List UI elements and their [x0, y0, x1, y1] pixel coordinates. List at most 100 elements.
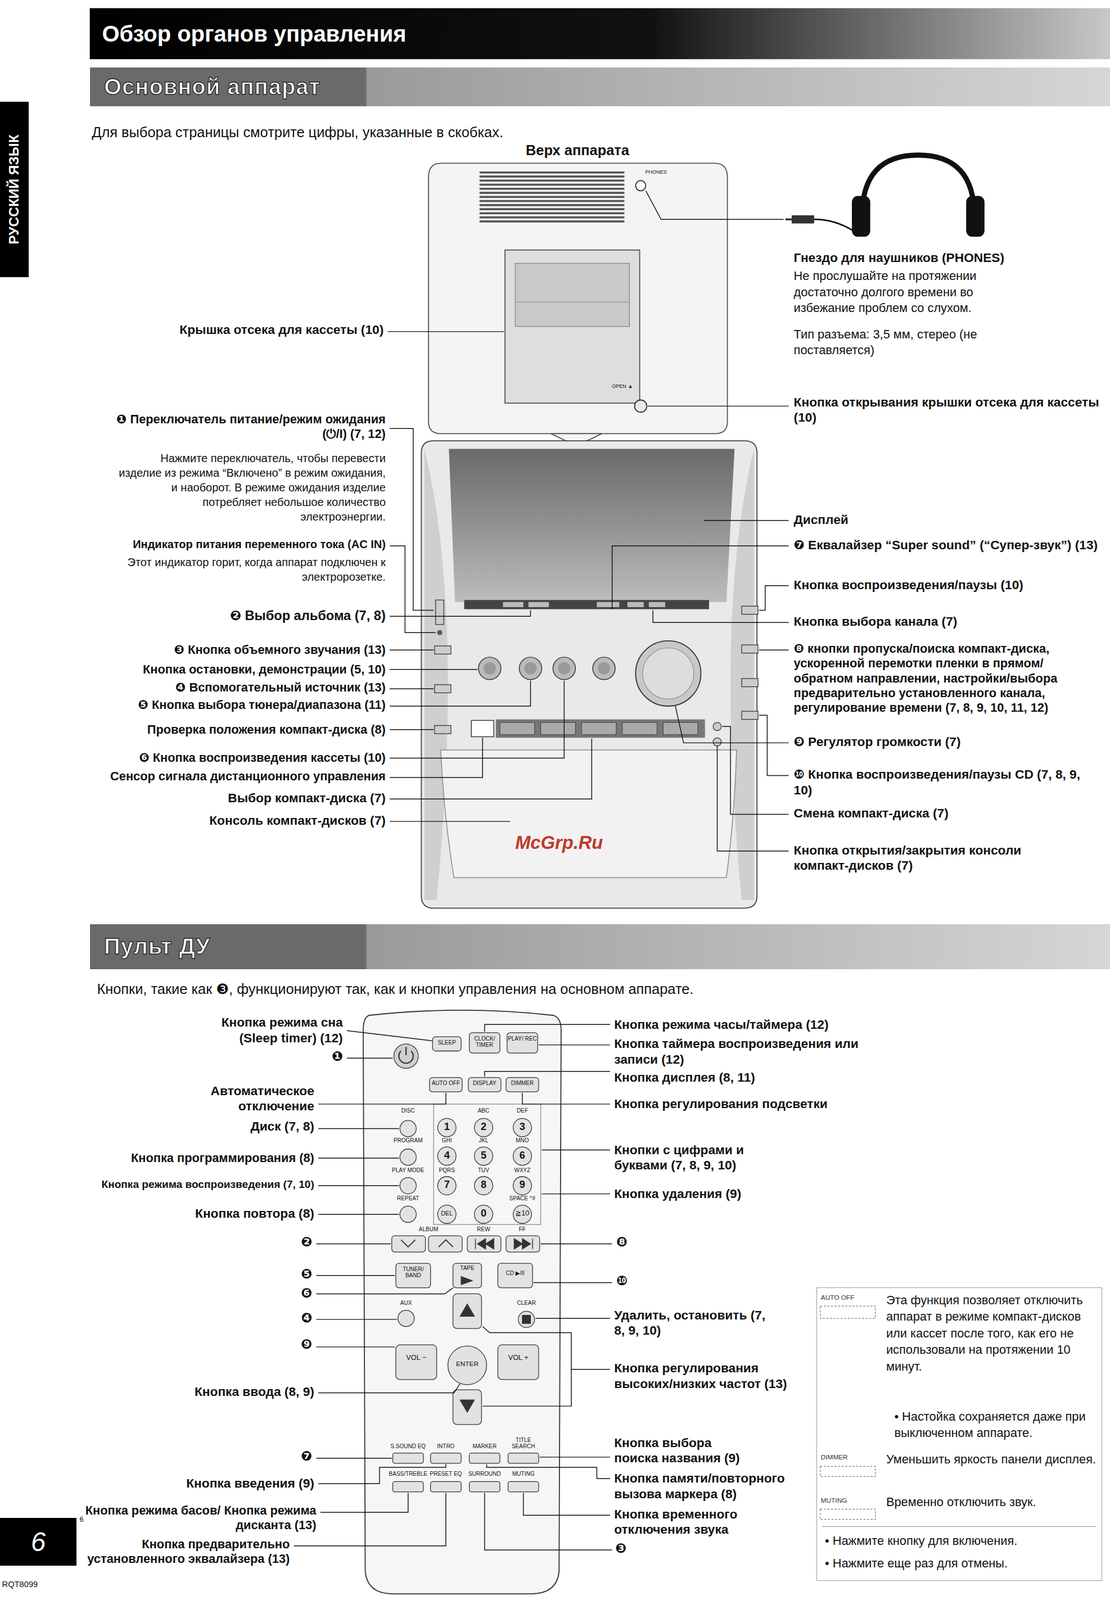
note-text: • Нажмите кнопку для включения. [824, 1532, 1097, 1550]
main-unit [471, 720, 494, 737]
main-unit [421, 440, 758, 909]
part-label: ❾ Регулятор громкости (7) [793, 734, 961, 750]
remote-control [497, 1263, 533, 1289]
page-number: 6 [0, 1518, 77, 1567]
part-label: Кнопка режима часы/таймера (12) [614, 1017, 829, 1033]
leader-line [389, 820, 511, 822]
headphones [862, 155, 975, 217]
main-unit [597, 662, 611, 675]
main-unit [524, 662, 538, 675]
main-unit [434, 725, 451, 735]
remote-control [399, 1206, 417, 1223]
leader-line [759, 715, 789, 776]
remote-control [453, 1293, 482, 1329]
part-label: ❹ Вспомогательный источник (13) [175, 680, 386, 696]
note-text: Нажмите переключатель, чтобы перевести и… [118, 450, 386, 525]
part-label: ❸ Кнопка объемного звучания (13) [174, 642, 386, 658]
remote-control [405, 1047, 407, 1056]
remote-control [398, 1310, 415, 1328]
title-bar [89, 8, 1110, 60]
part-label: ❽ кнопки пропуска/поиска компакт-диска, … [793, 641, 1100, 716]
note-icons [820, 1306, 876, 1319]
page-number-box: 6 [0, 1518, 77, 1567]
top-view [428, 163, 728, 446]
part-label: Кнопка предварительно установленного экв… [65, 1537, 290, 1567]
note-text: RQT8099 [2, 1580, 39, 1591]
button-label: PHONES [637, 169, 675, 175]
main-unit [435, 599, 445, 625]
part-label: Автоматическое отключение [135, 1083, 315, 1114]
button-label: AUTO OFF [429, 1080, 463, 1087]
section-heading: Основной аппарат [104, 67, 321, 107]
leader-line [389, 610, 531, 617]
part-label: Верх аппарата [475, 141, 680, 159]
main-unit [635, 641, 701, 707]
button-label: ALBUM [409, 1226, 447, 1233]
leader-line [540, 1243, 613, 1245]
button-label: VOL − [398, 1354, 435, 1363]
part-label: Кнопка дисплея (8, 11) [614, 1070, 756, 1086]
top-view [634, 400, 648, 413]
button-label: PLAY/ REC [507, 1035, 538, 1042]
button-label: AUX [390, 1300, 422, 1307]
section-heading: Пульт ДУ [104, 924, 211, 970]
button-label: ENTER [448, 1360, 486, 1369]
leader-line [316, 1346, 395, 1348]
part-label: ❻ Кнопка воспроизведения кассеты (10) [138, 750, 386, 766]
button-label: TUV [468, 1167, 499, 1174]
part-label: Кнопка регулирования высоких/низких част… [614, 1360, 798, 1392]
remote-control [363, 1010, 562, 1595]
button-label: ABC [468, 1107, 499, 1114]
part-label: Выбор компакт-диска (7) [227, 790, 386, 806]
remote-control [395, 1345, 437, 1380]
part-label: Кнопки с цифрами и буквами (7, 8, 9, 10) [614, 1142, 788, 1173]
remote-control [399, 1120, 417, 1137]
button-label: DEF [507, 1107, 538, 1114]
remote-control [507, 1032, 538, 1054]
remote-control [393, 1044, 419, 1069]
leader-line [645, 190, 784, 220]
leader-line [389, 669, 478, 670]
main-unit [540, 722, 576, 735]
button-label: DISPLAY [468, 1080, 502, 1087]
part-label: ❺ Кнопка выбора тюнера/диапазона (11) [137, 697, 386, 713]
leader-line [316, 1319, 397, 1320]
button-label: PRESET EQ [428, 1471, 464, 1478]
button-label: VOL + [499, 1354, 537, 1363]
note-text: Уменьшить яркость панели дисплея. [886, 1451, 1099, 1468]
leader-line [318, 1157, 399, 1159]
button-label: MNO [507, 1137, 538, 1144]
top-view [635, 180, 646, 191]
remote-control [474, 1176, 494, 1196]
button-label: PQRS [431, 1167, 463, 1174]
remote-control [395, 1263, 431, 1289]
button-label: FF [507, 1226, 538, 1233]
remote-control [437, 1205, 457, 1225]
note-text: Тип разъема: 3,5 мм, стерео (не поставля… [793, 326, 1024, 359]
button-label: 6 [513, 1149, 531, 1163]
leader-line [722, 726, 789, 815]
remote-control [437, 1176, 457, 1196]
note-text: Кнопки, такие как ❸, функционируют так, … [96, 980, 694, 998]
button-label: WXYZ [507, 1167, 538, 1174]
button-label: 0 [475, 1207, 493, 1221]
leader-line [538, 1044, 611, 1046]
part-label: Кнопка выбора канала (7) [793, 614, 958, 630]
leader-line [294, 1492, 446, 1546]
button-label: DIMMER [506, 1080, 539, 1087]
leader-line [389, 680, 564, 759]
button-label: 9 [513, 1179, 531, 1192]
top-view [515, 301, 630, 303]
note-text: Для выбора страницы смотрите цифры, указ… [91, 123, 504, 141]
part-label: Кнопка ввода (8, 9) [194, 1384, 315, 1400]
leader-line [486, 1464, 611, 1479]
callout-number: ❾ [300, 1336, 313, 1353]
callout-number: ❼ [300, 1448, 313, 1465]
remote-control [513, 1238, 533, 1249]
button-label: REW [468, 1226, 499, 1233]
button-label: TITLE SEARCH [506, 1437, 541, 1450]
button-label: OPEN ▲ [602, 383, 644, 390]
note-text: Временно отключить звук. [886, 1494, 1099, 1511]
remote-control [399, 1178, 417, 1195]
